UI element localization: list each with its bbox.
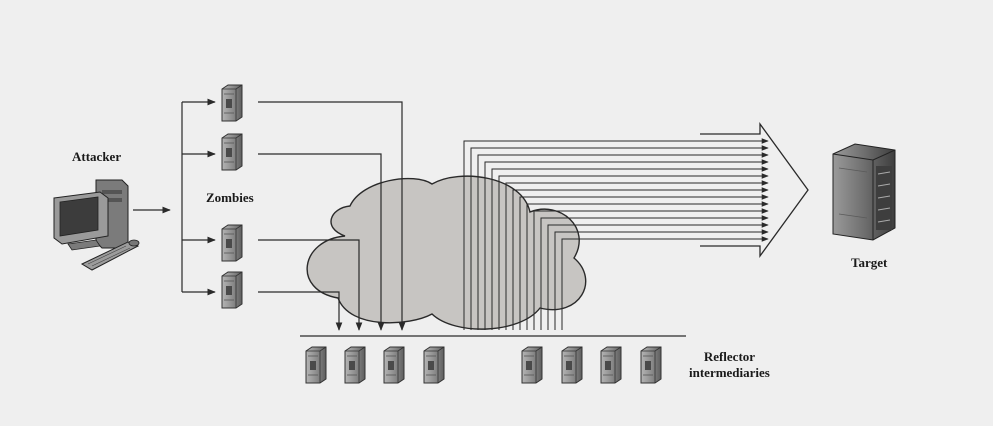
reflector-server-icon-5 bbox=[522, 347, 542, 383]
reflector-server-icon-2 bbox=[345, 347, 365, 383]
attacker-label: Attacker bbox=[72, 149, 121, 165]
zombie-server-icon-4 bbox=[222, 272, 242, 308]
reflector-intermediaries-label: Reflector intermediaries bbox=[689, 349, 770, 381]
reflector-server-icon-6 bbox=[562, 347, 582, 383]
computer-icon bbox=[54, 180, 139, 270]
reflector-server-icon-4 bbox=[424, 347, 444, 383]
internet-cloud bbox=[307, 176, 586, 329]
reflector-label-line2: intermediaries bbox=[689, 365, 770, 381]
reflector-server-icon-3 bbox=[384, 347, 404, 383]
reflector-label-line1: Reflector bbox=[689, 349, 770, 365]
zombie-server-icon-3 bbox=[222, 225, 242, 261]
reflector-server-icon-1 bbox=[306, 347, 326, 383]
reflector-server-icon-8 bbox=[641, 347, 661, 383]
zombies-label: Zombies bbox=[206, 190, 254, 206]
zombie-server-icon-1 bbox=[222, 85, 242, 121]
target-label: Target bbox=[851, 255, 887, 271]
server-rack-icon bbox=[833, 144, 895, 240]
reflector-server-icon-7 bbox=[601, 347, 621, 383]
zombie-server-icon-2 bbox=[222, 134, 242, 170]
